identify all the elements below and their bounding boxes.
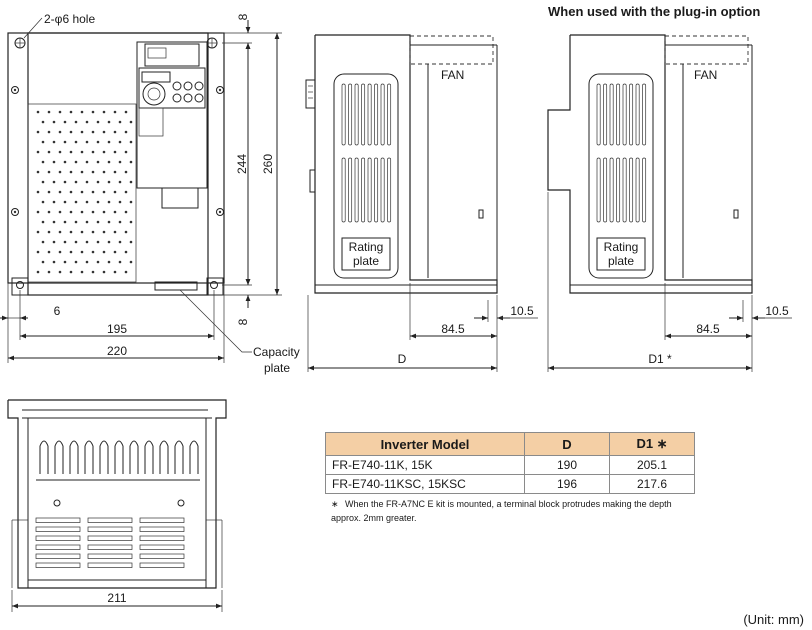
dim-bottom-width: 211: [107, 591, 126, 605]
table-row: FR-E740-11KSC, 15KSC 196 217.6: [325, 474, 695, 494]
dim-total-width: 220: [107, 344, 127, 358]
front-view: [7, 32, 225, 296]
table-row: FR-E740-11K, 15K 190 205.1: [325, 455, 695, 475]
hole-label: 2-φ6 hole: [44, 12, 95, 26]
bottom-view-dimensions: [11, 590, 223, 612]
footnote-text: When the FR-A7NC E kit is mounted, a ter…: [331, 499, 672, 523]
rating-plate-label-line1: Rating: [349, 240, 384, 254]
capacity-plate-label-line2: plate: [264, 361, 290, 375]
cell-d1: 205.1: [609, 455, 695, 475]
fan-label: FAN: [441, 68, 464, 82]
footnote: ∗When the FR-A7NC E kit is mounted, a te…: [331, 497, 701, 525]
capacity-plate-label-line1: Capacity: [253, 345, 300, 359]
header-d1: D1 ∗: [609, 432, 695, 456]
cell-d1: 217.6: [609, 474, 695, 494]
table-header-row: Inverter Model D D1 ∗: [325, 432, 695, 456]
header-inverter-model: Inverter Model: [325, 432, 525, 456]
header-d: D: [524, 432, 610, 456]
dim-bottom-margin: 8: [236, 318, 250, 325]
side-view-plug-in: [547, 34, 753, 294]
plug-in-option-title: When used with the plug-in option: [548, 4, 761, 19]
dim-total-height: 260: [261, 154, 275, 174]
fan-label-option: FAN: [694, 68, 717, 82]
dim-top-margin: 8: [236, 13, 250, 20]
rating-plate-label-option-line1: Rating: [604, 240, 639, 254]
cell-model: FR-E740-11KSC, 15KSC: [325, 474, 525, 494]
cell-model: FR-E740-11K, 15K: [325, 455, 525, 475]
dim-depth: D: [398, 352, 407, 366]
rating-plate-label-option-line2: plate: [608, 254, 634, 268]
model-dimension-table: Inverter Model D D1 ∗ FR-E740-11K, 15K 1…: [325, 432, 695, 494]
dim-depth-option: D1 *: [648, 352, 672, 366]
dim-edge-offset: 6: [54, 304, 61, 318]
unit-label: (Unit: mm): [743, 612, 804, 627]
side-view-plug-in-dimensions: [547, 192, 792, 372]
dim-hole-pitch: 195: [107, 322, 127, 336]
drawing-labels: 2-φ6 hole FAN FAN Rating plate Rating pl…: [44, 12, 789, 605]
cell-d: 196: [524, 474, 610, 494]
bottom-view: [7, 399, 227, 589]
dim-inner-height: 244: [235, 154, 249, 174]
footnote-mark: ∗: [331, 499, 339, 509]
dim-back-offset: 84.5: [441, 322, 465, 336]
dim-back-step: 10.5: [510, 304, 534, 318]
rating-plate-label-line2: plate: [353, 254, 379, 268]
side-view-dimensions: [307, 283, 538, 372]
cell-d: 190: [524, 455, 610, 475]
dim-back-offset-option: 84.5: [696, 322, 720, 336]
dim-back-step-option: 10.5: [765, 304, 789, 318]
front-view-dimensions: [0, 17, 282, 363]
side-view: [305, 34, 498, 294]
